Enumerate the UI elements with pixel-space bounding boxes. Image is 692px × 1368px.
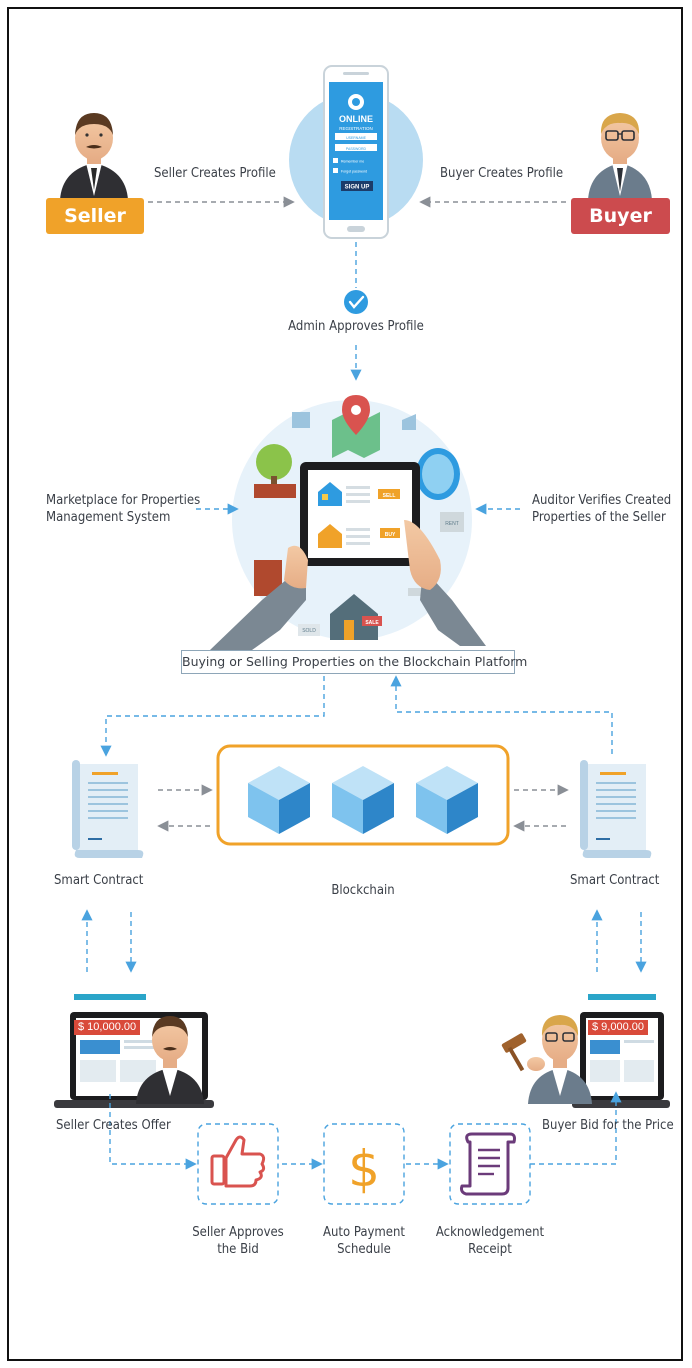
admin-approves-label: Admin Approves Profile bbox=[288, 319, 424, 334]
ack-line1: Acknowledgement bbox=[435, 1225, 545, 1240]
buyer-badge: Buyer bbox=[589, 205, 652, 227]
seller-laptop-illustration bbox=[54, 994, 214, 1108]
blockchain-cube-2 bbox=[332, 766, 394, 834]
seller-offer-price: $ 10,000.00 bbox=[74, 1020, 141, 1035]
approve-box bbox=[197, 1123, 279, 1205]
buyer-laptop-illustration bbox=[501, 994, 670, 1108]
arrow-box-to-left-contract bbox=[100, 676, 325, 757]
receipt-box bbox=[449, 1123, 531, 1205]
auto-payment-line2: Schedule bbox=[337, 1242, 391, 1257]
check-badge-icon bbox=[344, 290, 368, 314]
buyer-bid-label: Buyer Bid for the Price bbox=[542, 1118, 674, 1133]
blockchain-cube-3 bbox=[416, 766, 478, 834]
seller-avatar bbox=[60, 113, 128, 200]
blockchain-cube-1 bbox=[248, 766, 310, 834]
seller-approves-line1: Seller Approves bbox=[192, 1225, 284, 1240]
phone-illustration bbox=[289, 65, 423, 239]
outer-frame bbox=[7, 7, 683, 1361]
auto-payment-line1: Auto Payment bbox=[322, 1225, 405, 1240]
phone-remember: Remember me bbox=[341, 160, 364, 164]
seller-badge: Seller bbox=[64, 205, 126, 227]
phone-signup: SIGN UP bbox=[345, 185, 370, 191]
smart-contract-right-icon bbox=[580, 760, 652, 858]
arrow-offer-to-approve bbox=[109, 1094, 197, 1170]
smart-contract-right-label: Smart Contract bbox=[570, 873, 660, 888]
buyer-bid-price: $ 9,000.00 bbox=[588, 1020, 648, 1035]
seller-creates-profile-label: Seller Creates Profile bbox=[154, 166, 276, 181]
marketplace-illustration bbox=[210, 395, 486, 650]
auditor-label-line2: Properties of the Seller bbox=[532, 510, 666, 525]
tablet-rent: RENT bbox=[445, 521, 459, 527]
buyer-badge-bg bbox=[571, 198, 670, 234]
buyer-creates-profile-label: Buyer Creates Profile bbox=[440, 166, 564, 181]
arrow-right-contract-to-box bbox=[390, 675, 613, 754]
phone-subtitle: REGISTRATION bbox=[339, 126, 372, 131]
thumbs-up-icon bbox=[210, 1135, 266, 1188]
arrow-receipt-to-bid bbox=[530, 1091, 622, 1165]
marketplace-label-line2: Management System bbox=[46, 510, 171, 525]
phone-title: ONLINE bbox=[339, 114, 373, 124]
smart-contract-left-icon bbox=[72, 760, 144, 858]
phone-password: PASSWORD bbox=[346, 147, 367, 151]
blockchain-label: Blockchain bbox=[331, 883, 395, 898]
auditor-label-line1: Auditor Verifies Created bbox=[532, 493, 672, 508]
ack-line2: Receipt bbox=[468, 1242, 512, 1257]
buying-selling-label: Buying or Selling Properties on the Bloc… bbox=[181, 650, 527, 674]
receipt-icon bbox=[460, 1132, 516, 1196]
smart-contract-left-label: Smart Contract bbox=[54, 873, 144, 888]
phone-forgot: Forgot password bbox=[341, 170, 367, 174]
tablet-sale: SALE bbox=[365, 620, 379, 626]
dollar-icon: $ bbox=[348, 1140, 380, 1198]
seller-approves-line2: the Bid bbox=[217, 1242, 259, 1257]
seller-creates-offer-label: Seller Creates Offer bbox=[56, 1118, 171, 1133]
phone-username: USERNAME bbox=[346, 136, 367, 140]
buyer-avatar bbox=[588, 113, 652, 200]
tablet-sold: SOLD bbox=[302, 628, 316, 634]
seller-badge-bg bbox=[46, 198, 144, 234]
tablet-sell: SELL bbox=[383, 493, 396, 499]
marketplace-label-line1: Marketplace for Properties bbox=[46, 493, 201, 508]
payment-box bbox=[323, 1123, 405, 1205]
tablet-buy: BUY bbox=[385, 532, 396, 538]
